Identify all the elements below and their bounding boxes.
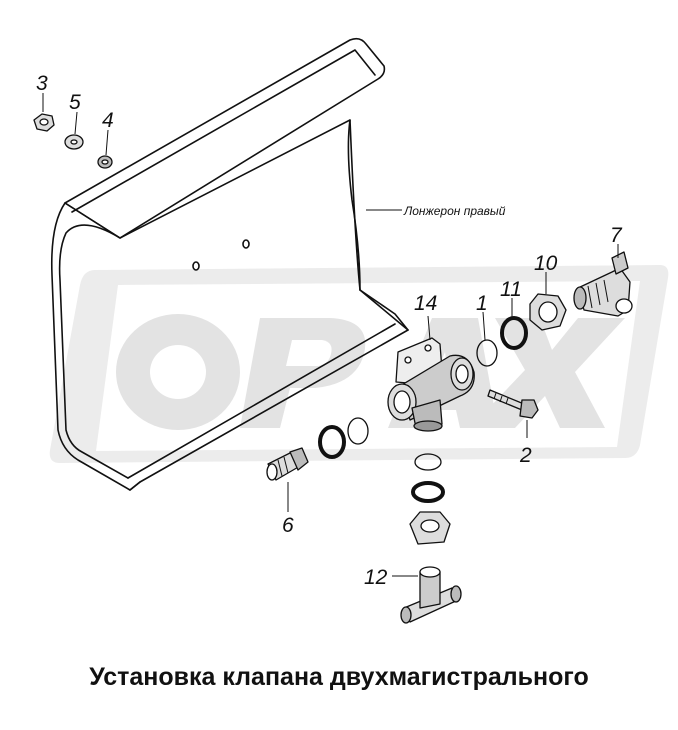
part-5-washer [64,111,84,150]
part-11-ring [500,298,528,350]
ring-upper-left-2 [318,425,346,459]
nut-lower [409,511,451,545]
callout-11: 11 [500,278,522,301]
callout-3: 3 [36,72,48,95]
part-10-nut [529,272,567,331]
callout-14: 14 [414,292,437,315]
rail-label: Лонжерон правый [403,204,506,218]
part-4-washer [97,129,113,169]
part-2-bolt [487,389,539,438]
callout-1: 1 [476,292,488,315]
callout-2: 2 [519,444,532,467]
frame-rail [50,37,409,491]
part-7-elbow [573,244,633,317]
part-14-valve [387,315,475,432]
callout-5: 5 [69,91,81,114]
callout-6: 6 [282,514,294,537]
part-3-nut [33,93,55,132]
callout-10: 10 [534,252,558,275]
diagram-caption: Установка клапана двухмагистрального [89,663,589,691]
callout-12: 12 [364,566,388,589]
part-6-fitting [266,447,309,512]
part-12-tee [392,566,462,624]
ring-lower-1 [414,453,442,471]
part-1-ring [476,311,498,367]
ring-lower-2 [411,481,445,503]
callout-7: 7 [610,224,623,247]
callout-4: 4 [102,109,114,132]
ring-upper-left-1 [347,417,369,445]
